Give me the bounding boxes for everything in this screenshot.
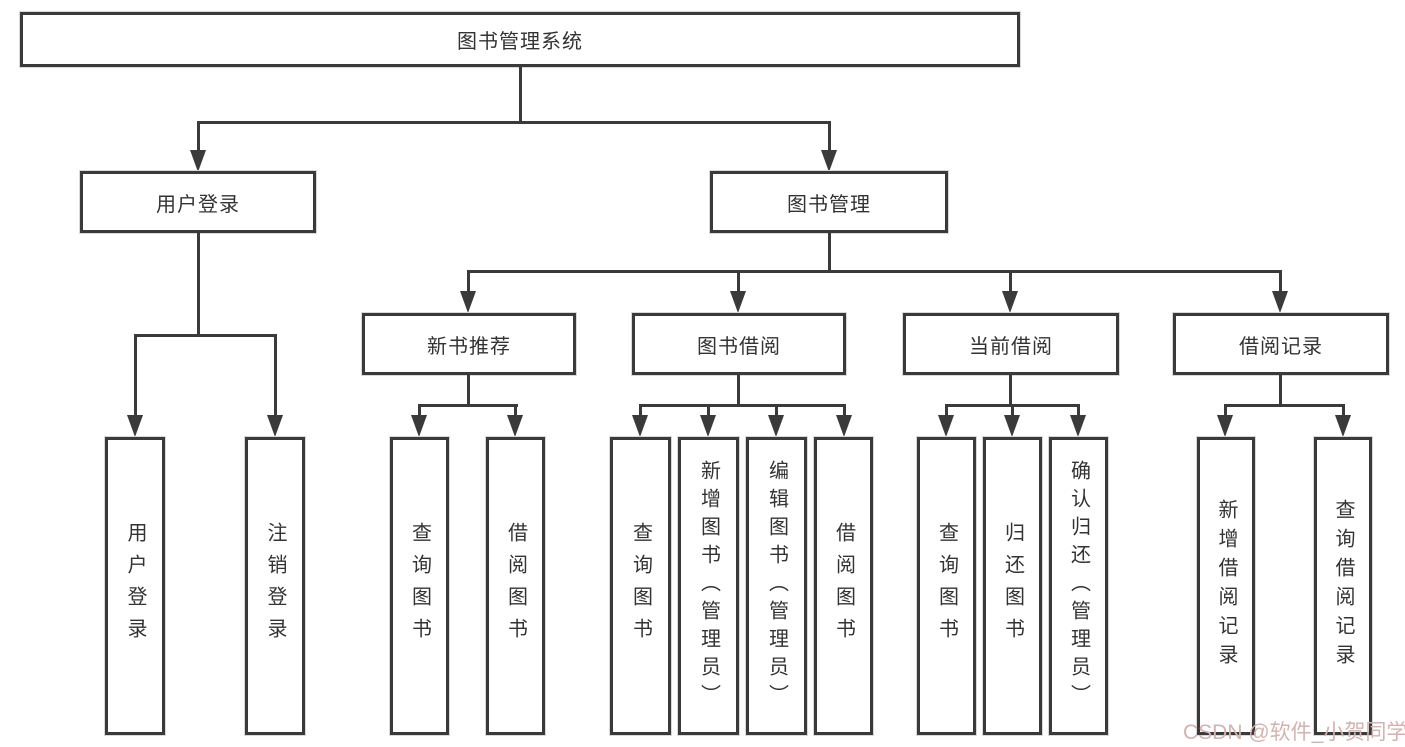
connector-line [134, 334, 137, 417]
connector-arrowhead [1002, 291, 1018, 313]
connector-line [197, 121, 200, 153]
connector-line [467, 270, 1282, 273]
node-new-book-recommend: 新书推荐 [362, 313, 576, 375]
connector-arrowhead [411, 415, 427, 437]
connector-arrowhead [1217, 415, 1233, 437]
leaf-current-return-book: 归还图书 [983, 437, 1042, 735]
leaf-recommend-borrow-book: 借阅图书 [486, 437, 545, 735]
leaf-borrow-add-book-admin: 新增图书（管理员） [678, 437, 739, 735]
connector-line [467, 375, 470, 407]
connector-arrowhead [730, 291, 746, 313]
connector-arrowhead [632, 415, 648, 437]
connector-arrowhead [700, 415, 716, 437]
connector-arrowhead [460, 291, 476, 313]
connector-line [1279, 375, 1282, 407]
connector-line [197, 121, 831, 124]
connector-line [1009, 375, 1012, 407]
connector-arrowhead [190, 150, 206, 172]
connector-line [514, 404, 517, 418]
leaf-logout: 注销登录 [245, 437, 305, 735]
leaf-borrow-edit-book-admin: 编辑图书（管理员） [746, 437, 807, 735]
connector-line [639, 404, 846, 407]
connector-line [775, 404, 778, 418]
node-user-login: 用户登录 [80, 171, 316, 233]
connector-line [274, 334, 277, 417]
connector-arrowhead [1335, 415, 1351, 437]
connector-line [1342, 404, 1345, 418]
connector-line [418, 404, 421, 418]
connector-line [1224, 404, 1227, 418]
connector-arrowhead [507, 415, 523, 437]
connector-arrowhead [127, 415, 143, 437]
leaf-current-query-book: 查询图书 [917, 437, 976, 735]
connector-line [418, 404, 518, 407]
connector-line [197, 233, 200, 337]
leaf-record-add-borrow-record: 新增借阅记录 [1197, 437, 1255, 735]
connector-arrowhead [1004, 415, 1020, 437]
connector-line [467, 270, 470, 293]
connector-line [1011, 404, 1014, 418]
leaf-borrow-query-book: 查询图书 [610, 437, 671, 735]
connector-line [707, 404, 710, 418]
leaf-user-login: 用户登录 [105, 437, 165, 735]
connector-line [1224, 404, 1345, 407]
connector-arrowhead [1272, 291, 1288, 313]
node-book-management: 图书管理 [710, 171, 948, 233]
node-current-borrow: 当前借阅 [903, 313, 1119, 375]
connector-line [134, 334, 277, 337]
leaf-record-query-borrow-record: 查询借阅记录 [1314, 437, 1372, 735]
connector-line [737, 375, 740, 407]
connector-arrowhead [938, 415, 954, 437]
connector-arrowhead [821, 150, 837, 172]
connector-line [737, 270, 740, 293]
connector-line [843, 404, 846, 418]
node-borrow-record: 借阅记录 [1173, 313, 1389, 375]
connector-arrowhead [1070, 415, 1086, 437]
connector-arrowhead [267, 415, 283, 437]
leaf-recommend-query-book: 查询图书 [390, 437, 449, 735]
leaf-current-confirm-return-admin: 确认归还（管理员） [1049, 437, 1108, 735]
connector-line [519, 67, 522, 124]
csdn-watermark: CSDN @软件_小贺同学 [1183, 721, 1405, 744]
node-root-library-system: 图书管理系统 [20, 12, 1020, 67]
connector-line [828, 233, 831, 273]
connector-line [945, 404, 948, 418]
connector-line [1279, 270, 1282, 293]
connector-line [639, 404, 642, 418]
connector-arrowhead [768, 415, 784, 437]
leaf-borrow-borrow-book: 借阅图书 [814, 437, 873, 735]
connector-line [1009, 270, 1012, 293]
connector-arrowhead [836, 415, 852, 437]
node-book-borrow: 图书借阅 [632, 313, 846, 375]
connector-line [828, 121, 831, 153]
connector-line [1077, 404, 1080, 418]
